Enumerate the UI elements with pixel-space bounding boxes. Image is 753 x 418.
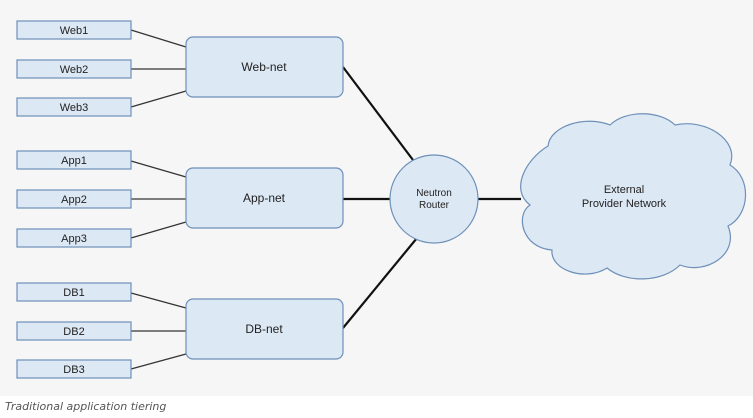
link-db1 — [130, 292, 187, 309]
svg-text:App3: App3 — [61, 233, 87, 245]
svg-text:Router: Router — [419, 200, 450, 211]
link-web-net-router — [342, 66, 414, 161]
vm-node-db2: DB2 — [16, 321, 132, 341]
link-db3 — [130, 353, 187, 370]
link-app1 — [130, 160, 187, 178]
svg-text:Web2: Web2 — [60, 64, 89, 76]
link-db-net-router — [342, 237, 418, 329]
vm-node-web2: Web2 — [16, 59, 132, 79]
link-web3 — [130, 90, 187, 108]
network-node-web-net: Web-net — [185, 36, 344, 98]
router-node: Neutron Router — [389, 154, 479, 244]
svg-text:App1: App1 — [61, 155, 87, 167]
router-links — [342, 66, 521, 329]
link-web1 — [130, 29, 187, 48]
vm-node-app3: App3 — [16, 228, 132, 248]
vm-node-app2: App2 — [16, 189, 132, 209]
vm-node-db1: DB1 — [16, 282, 132, 302]
vm-node-web1: Web1 — [16, 20, 132, 40]
svg-text:DB-net: DB-net — [245, 322, 283, 336]
svg-text:DB1: DB1 — [63, 287, 84, 299]
figure-caption: Traditional application tiering — [5, 400, 167, 413]
svg-text:DB3: DB3 — [63, 364, 84, 376]
svg-text:External: External — [604, 184, 644, 196]
vm-links — [130, 29, 187, 370]
svg-text:Web-net: Web-net — [241, 60, 287, 74]
vm-node-db3: DB3 — [16, 359, 132, 379]
external-network-cloud: External Provider Network — [520, 113, 747, 280]
diagram-canvas: Web1 Web2 Web3 Web-net App1 App2 App3 Ap… — [16, 20, 747, 379]
network-diagram: Web1 Web2 Web3 Web-net App1 App2 App3 Ap… — [16, 20, 747, 379]
vm-node-web3: Web3 — [16, 97, 132, 117]
vm-node-app1: App1 — [16, 150, 132, 170]
svg-text:App-net: App-net — [243, 191, 286, 205]
svg-text:DB2: DB2 — [63, 326, 84, 338]
svg-text:Neutron: Neutron — [416, 188, 452, 199]
svg-text:Web3: Web3 — [60, 102, 89, 114]
network-node-app-net: App-net — [185, 167, 344, 229]
svg-text:Provider Network: Provider Network — [582, 198, 667, 210]
svg-text:Web1: Web1 — [60, 25, 89, 37]
cloud-shape — [520, 113, 747, 280]
svg-text:App2: App2 — [61, 194, 87, 206]
link-app3 — [130, 221, 187, 239]
network-node-db-net: DB-net — [185, 298, 344, 360]
